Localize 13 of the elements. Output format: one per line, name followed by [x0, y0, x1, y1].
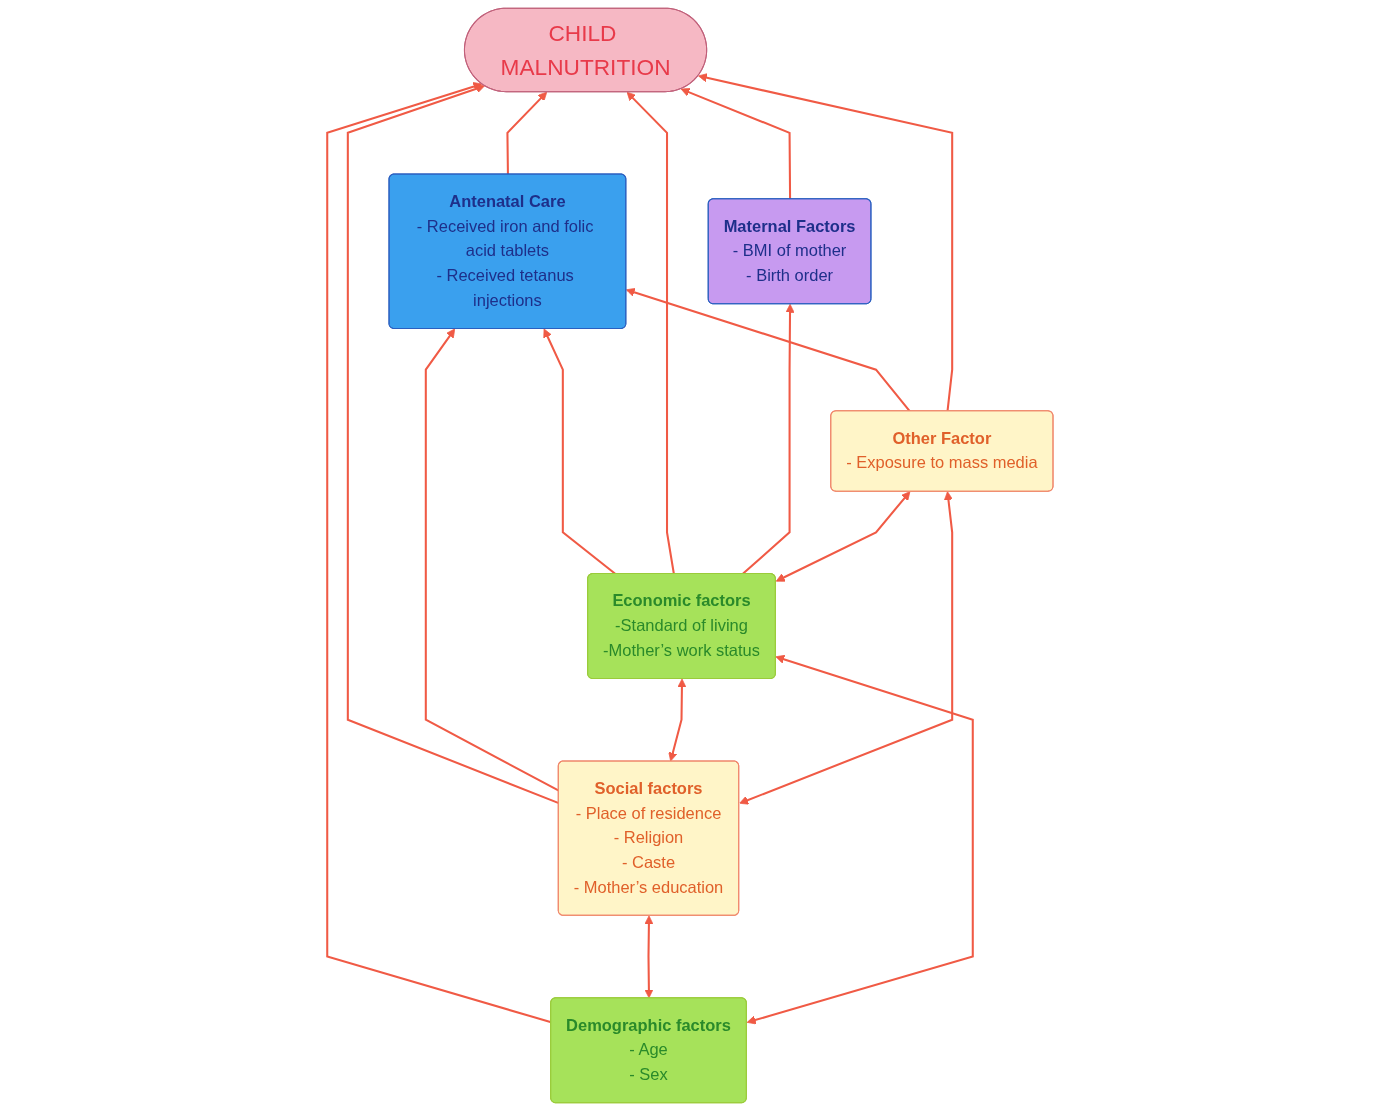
arrow [626, 287, 912, 412]
arrow [747, 654, 975, 1025]
arrow [644, 915, 654, 999]
arrow [698, 73, 954, 412]
arrow [668, 678, 687, 762]
arrow [776, 491, 911, 582]
arrow [506, 91, 548, 175]
arrow [543, 328, 617, 575]
arrow [739, 491, 954, 805]
arrow [326, 82, 552, 1024]
arrow [627, 91, 676, 575]
arrow [742, 303, 795, 575]
arrow [681, 87, 792, 200]
